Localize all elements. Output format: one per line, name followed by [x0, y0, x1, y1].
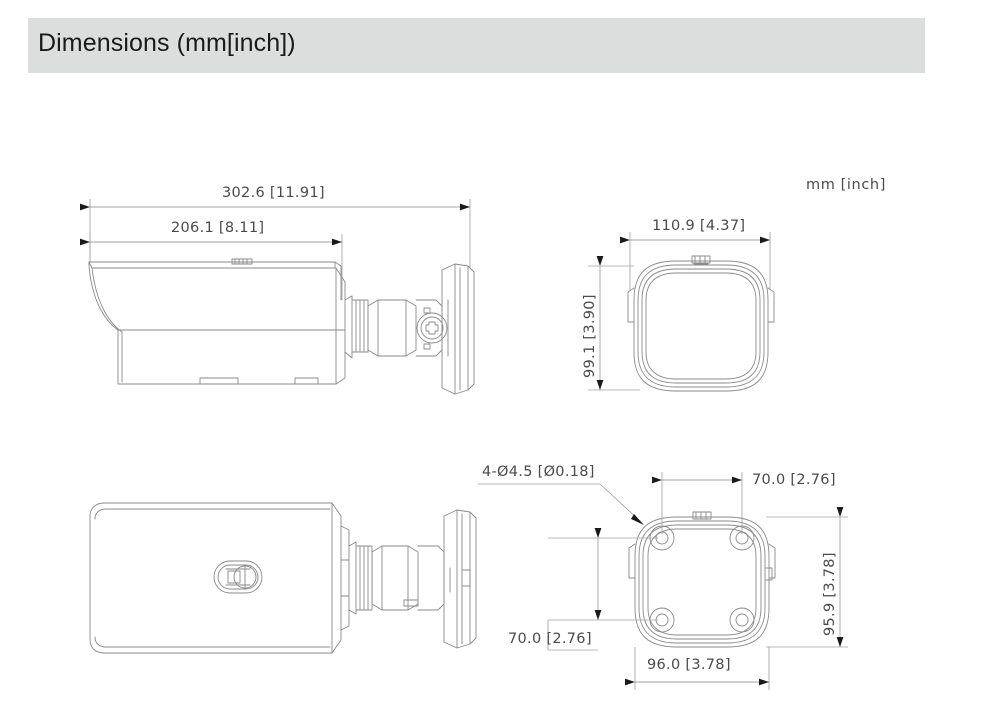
- mounting-hole-bottom-right: [729, 607, 755, 633]
- dim-label-base-width: 96.0 [3.78]: [647, 657, 731, 673]
- dim-label-front-height: 99.1 [3.90]: [582, 294, 598, 378]
- dim-label-body-length: 206.1 [8.11]: [171, 220, 265, 236]
- mount-base-view: [628, 511, 776, 648]
- leader-arrowhead-hole-callout: [631, 514, 644, 525]
- dim-label-hole-callout: 4-Ø4.5 [Ø0.18]: [482, 464, 595, 480]
- sunshade-adjust-screw: [213, 560, 263, 594]
- units-note: mm [inch]: [806, 177, 886, 193]
- header-band: [28, 18, 925, 73]
- dim-label-hole-spacing-h: 70.0 [2.76]: [752, 472, 836, 488]
- page-title: Dimensions (mm[inch]): [38, 29, 296, 57]
- leader-hole-callout: [478, 483, 641, 522]
- dim-label-overall-length: 302.6 [11.91]: [222, 185, 325, 201]
- side-view-camera: [88, 258, 475, 395]
- dim-label-front-width: 110.9 [4.37]: [652, 218, 746, 234]
- dim-label-hole-spacing-v: 70.0 [2.76]: [508, 631, 592, 647]
- front-view-camera: [627, 255, 775, 392]
- top-view-camera: [89, 502, 477, 654]
- dim-label-base-height: 95.9 [3.78]: [822, 552, 838, 636]
